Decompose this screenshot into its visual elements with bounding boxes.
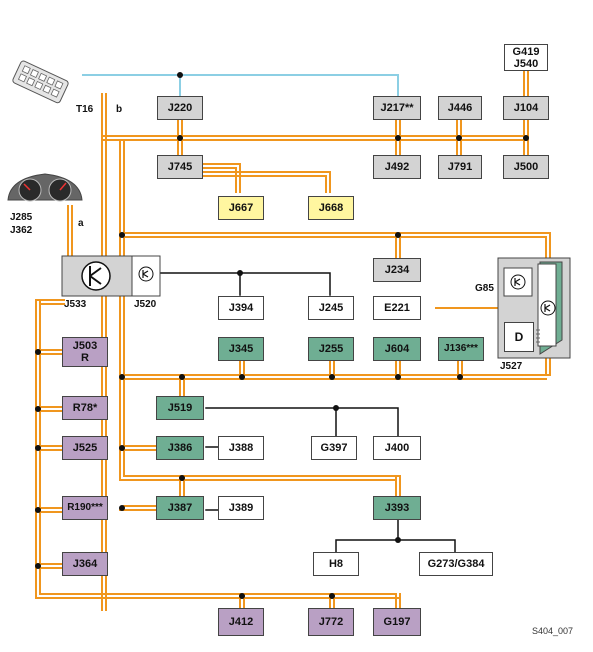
box-d: D	[504, 322, 534, 352]
box-j387: J387	[156, 496, 204, 520]
box-g397: G397	[311, 436, 357, 460]
box-j217: J217**	[373, 96, 421, 120]
box-j668: J668	[308, 196, 354, 220]
box-j492: J492	[373, 155, 421, 179]
box-r190: R190***	[62, 496, 108, 520]
j745-branches	[202, 163, 331, 193]
g419-label: G419	[512, 45, 540, 58]
box-j394: J394	[218, 296, 264, 320]
box-j345: J345	[218, 337, 264, 361]
j362-label: J362	[10, 225, 33, 236]
box-g273-g384: G273/G384	[419, 552, 493, 576]
j540-label: J540	[513, 57, 539, 70]
box-j255: J255	[308, 337, 354, 361]
instrument-cluster-icon	[7, 173, 83, 202]
box-j400: J400	[373, 436, 421, 460]
box-j234: J234	[373, 258, 421, 282]
t16-label: T16	[76, 104, 94, 115]
a-label: a	[78, 218, 84, 229]
j533-label: J533	[64, 299, 87, 310]
box-j386: J386	[156, 436, 204, 460]
g85-label: G85	[475, 283, 494, 294]
box-j667: J667	[218, 196, 264, 220]
thin-connections	[159, 272, 517, 553]
box-e221: E221	[373, 296, 421, 320]
figure-id: S404_007	[532, 626, 574, 636]
box-j393: J393	[373, 496, 421, 520]
box-j525: J525	[62, 436, 108, 460]
box-j446: J446	[438, 96, 482, 120]
box-j104: J104	[503, 96, 549, 120]
box-j136: J136***	[438, 337, 484, 361]
box-j604: J604	[373, 337, 421, 361]
r-label: R	[81, 352, 89, 364]
box-j745: J745	[157, 155, 203, 179]
j285-label: J285	[10, 212, 33, 223]
box-j772: J772	[308, 608, 354, 636]
gateway-j533-icon	[61, 255, 161, 297]
box-j220: J220	[157, 96, 203, 120]
box-j519: J519	[156, 396, 204, 420]
left-bus	[119, 378, 401, 511]
box-j412: J412	[218, 608, 264, 636]
diagnostic-connector-icon	[12, 60, 69, 104]
box-j500: J500	[503, 155, 549, 179]
box-j503-r: J503 R	[62, 337, 108, 367]
box-j388: J388	[218, 436, 264, 460]
box-j364: J364	[62, 552, 108, 576]
box-g197: G197	[373, 608, 421, 636]
box-j791: J791	[438, 155, 482, 179]
box-j389: J389	[218, 496, 264, 520]
box-g419-j540: G419 J540	[504, 44, 548, 71]
j520-label: J520	[134, 299, 157, 310]
box-h8: H8	[313, 552, 359, 576]
j527-label: J527	[500, 361, 523, 372]
b-label: b	[116, 104, 123, 115]
j503-label: J503	[72, 340, 98, 352]
diagnostic-line	[82, 74, 399, 99]
line-a	[67, 205, 73, 259]
box-j245: J245	[308, 296, 354, 320]
box-r78: R78*	[62, 396, 108, 420]
junction-dots	[35, 72, 529, 599]
